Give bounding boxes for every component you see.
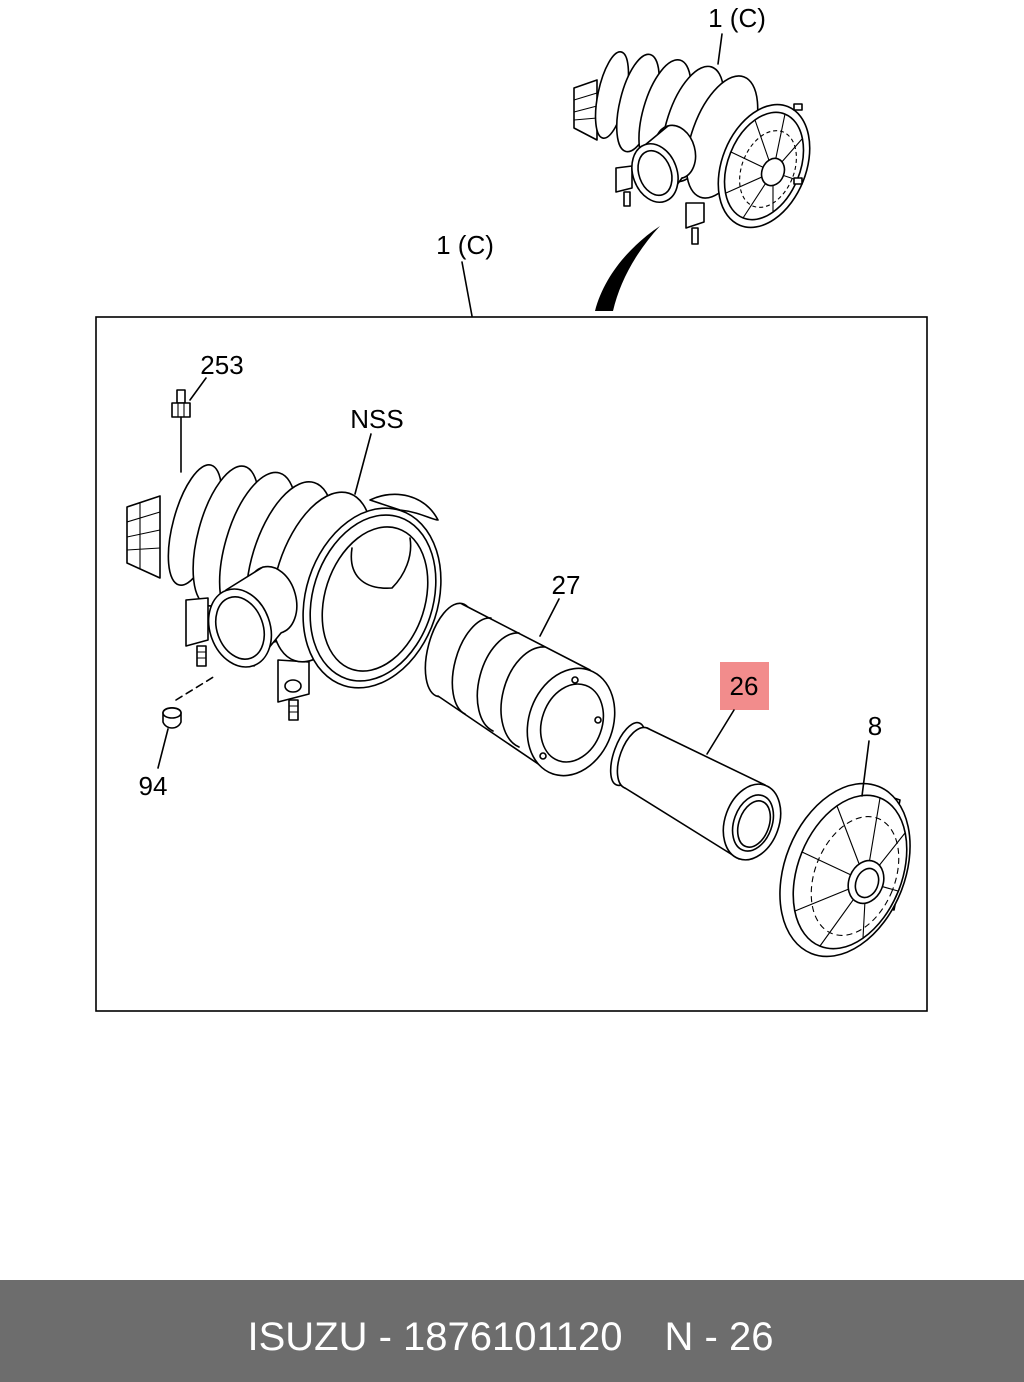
inner-filter-element bbox=[609, 721, 782, 861]
housing-front-opening bbox=[302, 507, 442, 689]
footer-part-number: ISUZU - 1876101120 bbox=[247, 1315, 622, 1359]
leader-part-94 bbox=[157, 728, 169, 769]
outer-filter-element bbox=[424, 602, 616, 777]
parts-frame bbox=[95, 316, 928, 1012]
label-part-253: 253 bbox=[200, 350, 243, 380]
top-foot-left bbox=[615, 165, 633, 193]
top-foot-right bbox=[685, 202, 705, 229]
leader-part-27 bbox=[539, 598, 560, 637]
label-part-94: 94 bbox=[139, 771, 168, 801]
footer-bar bbox=[0, 1280, 1024, 1382]
housing-foot-left bbox=[185, 597, 209, 647]
end-cover bbox=[779, 782, 911, 958]
label-part-8: 8 bbox=[868, 711, 882, 741]
label-part-27: 27 bbox=[552, 570, 581, 600]
top-assembly-illustration: 1 (C) bbox=[573, 3, 811, 245]
part-26-highlight bbox=[720, 662, 769, 710]
top-outlet-tube bbox=[631, 143, 679, 203]
label-frame-assembly: 1 (C) bbox=[436, 230, 494, 260]
housing-stud-left bbox=[196, 645, 207, 667]
housing-stud-right bbox=[288, 699, 299, 721]
assembly-pointer-arrow bbox=[595, 226, 660, 311]
footer-reference: N - 26 bbox=[665, 1315, 774, 1359]
housing-mount-bracket bbox=[126, 495, 161, 579]
grommet-94 bbox=[162, 675, 216, 729]
air-cleaner-housing bbox=[126, 464, 442, 721]
leader-part-8 bbox=[861, 740, 870, 797]
leader-part-nss bbox=[354, 433, 372, 495]
leader-top-assembly bbox=[717, 33, 723, 65]
label-part-nss: NSS bbox=[350, 404, 403, 434]
leader-frame-assembly bbox=[461, 261, 473, 317]
bolt-253 bbox=[171, 389, 191, 473]
top-mount-bracket bbox=[573, 79, 598, 141]
leader-part-253 bbox=[189, 377, 207, 401]
leader-part-26 bbox=[706, 709, 735, 755]
label-part-26: 26 bbox=[730, 671, 759, 701]
label-top-assembly: 1 (C) bbox=[708, 3, 766, 33]
